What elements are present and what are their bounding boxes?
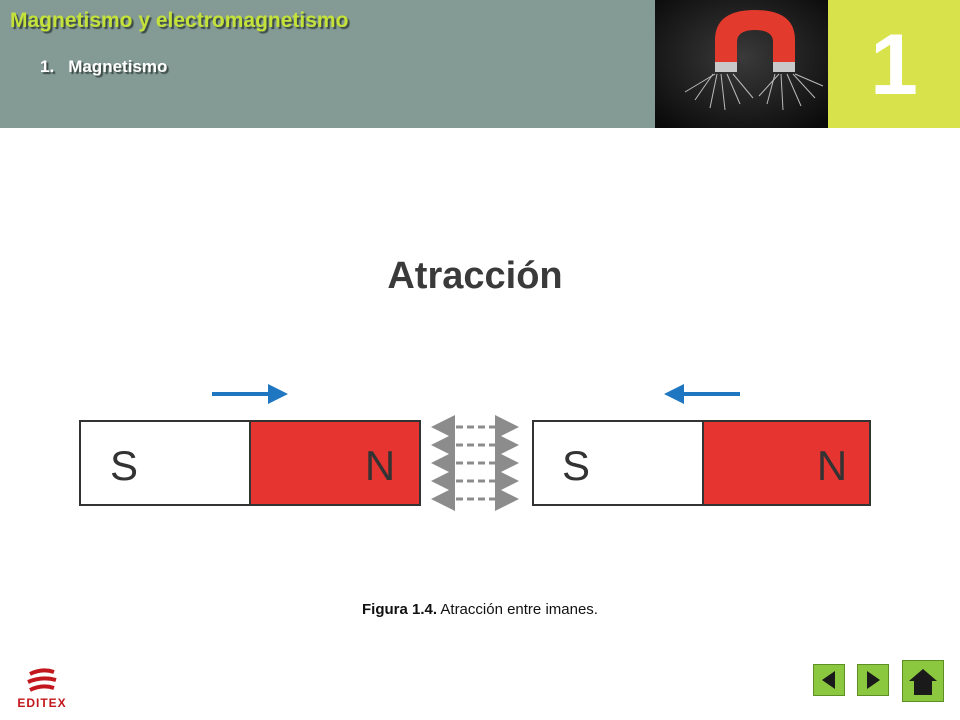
magnet-right-north-label: N: [817, 442, 847, 489]
editex-logo-mark: [27, 668, 57, 692]
editex-logo: EDITEX: [10, 668, 74, 712]
magnet-right-south-label: S: [562, 442, 590, 489]
magnet-left-south-label: S: [110, 442, 138, 489]
magnet-left-north-pole: [249, 420, 421, 506]
arrow-left-icon: [664, 384, 740, 404]
section-label: Magnetismo: [68, 57, 168, 76]
chapter-title: Magnetismo y electromagnetismo: [10, 9, 349, 32]
horseshoe-magnet-icon: [655, 0, 828, 128]
caption-text: Atracción entre imanes.: [440, 601, 598, 618]
home-button[interactable]: [902, 660, 944, 702]
chapter-number-box: 1: [828, 0, 960, 128]
magnet-right-south-pole: [532, 420, 704, 506]
section-number: 1.: [40, 57, 55, 76]
magnet-left-south-pole: [79, 420, 251, 506]
home-icon: [909, 669, 937, 695]
magnet-left-north-label: N: [365, 442, 395, 489]
arrow-right-icon: [867, 671, 880, 689]
magnet-right: S N: [532, 420, 871, 506]
prev-button[interactable]: [813, 664, 845, 696]
arrow-left-icon: [822, 671, 835, 689]
header-band: Magnetismo y electromagnetismo 1. Magneti…: [0, 0, 655, 128]
caption-label: Figura 1.4.: [362, 601, 438, 618]
magnet-left: S N: [79, 420, 421, 506]
section-title: 1. Magnetismo: [40, 57, 167, 77]
next-button[interactable]: [857, 664, 889, 696]
chapter-number: 1: [870, 17, 918, 113]
magnet-right-north-pole: [702, 420, 871, 506]
logo-text: EDITEX: [17, 696, 67, 710]
figure-caption: Figura 1.4. Atracción entre imanes.: [0, 601, 960, 618]
attraction-field-lines: [431, 415, 519, 511]
figure-heading: Atracción: [387, 255, 562, 297]
figure-attraction: Atracción S N S: [0, 128, 960, 598]
arrow-right-icon: [212, 384, 288, 404]
